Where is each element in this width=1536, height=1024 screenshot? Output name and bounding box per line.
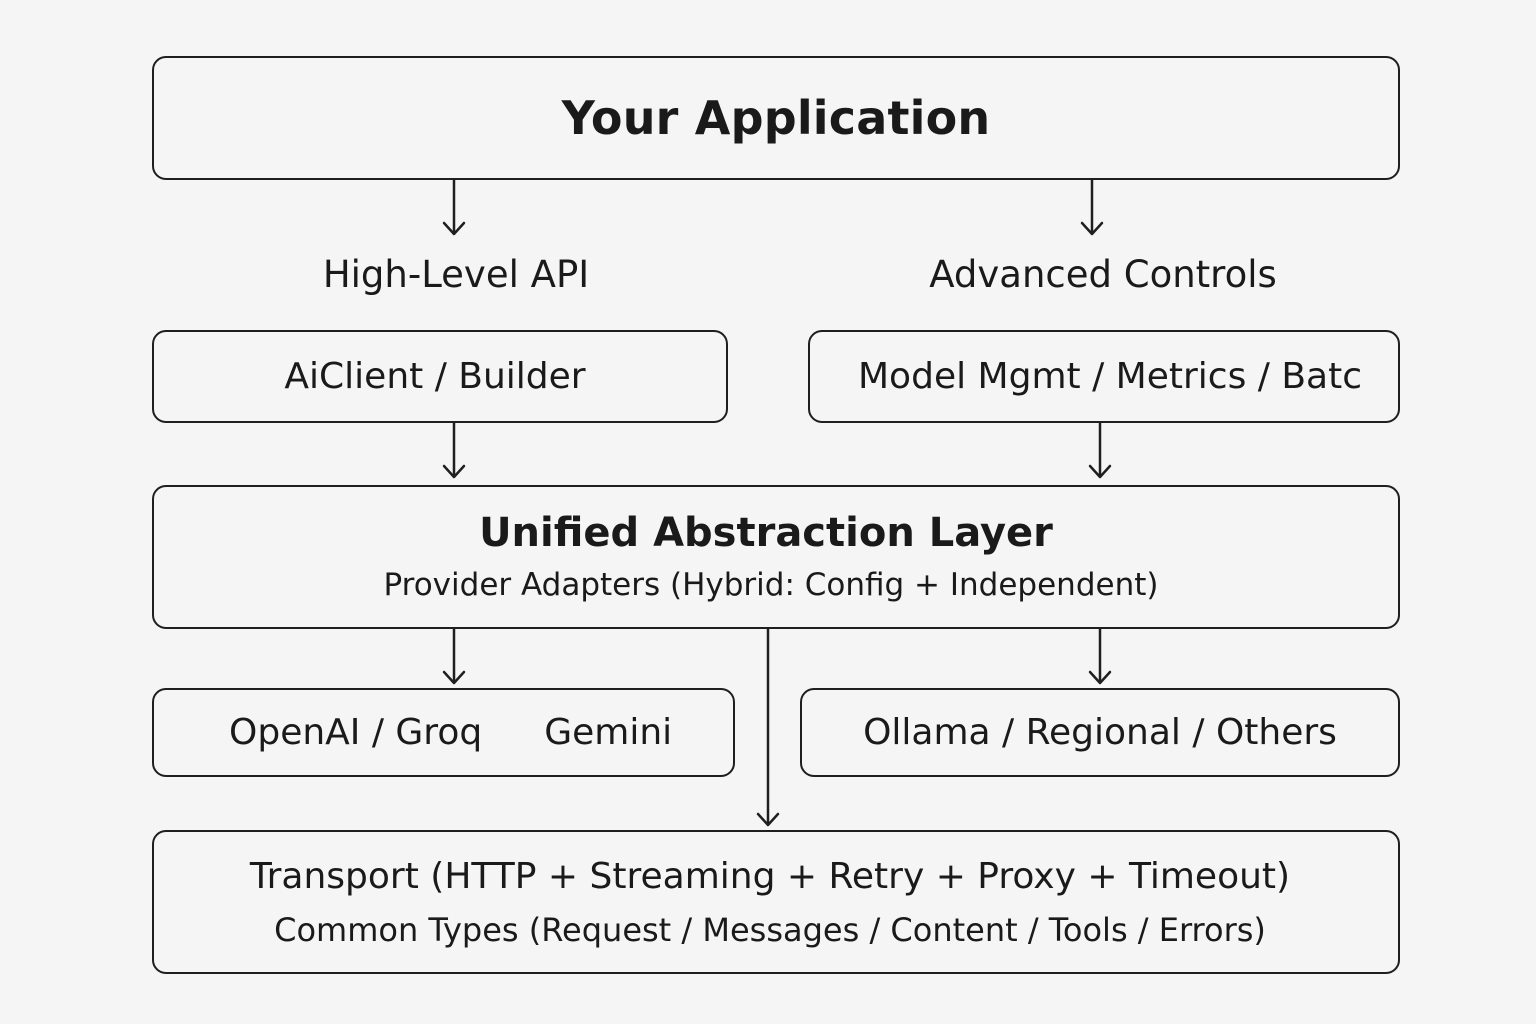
arrow-model-mgmt-to-unified-layer xyxy=(1088,421,1112,479)
arrow-app-to-high-level-api xyxy=(442,178,466,236)
model-mgmt-box: Model Mgmt / Metrics / Batc xyxy=(808,330,1400,423)
arrow-unified-to-openai-groq xyxy=(442,627,466,685)
aiclient-builder-box: AiClient / Builder xyxy=(152,330,728,423)
openai-groq-label: OpenAI / Groq xyxy=(229,712,483,753)
unified-abstraction-layer-title: Unified Abstraction Layer xyxy=(479,510,1053,556)
arrow-unified-to-transport xyxy=(756,627,780,827)
arrow-unified-to-others xyxy=(1088,627,1112,685)
model-mgmt-label: Model Mgmt / Metrics / Batc xyxy=(858,356,1362,397)
gemini-label: Gemini xyxy=(544,712,673,753)
unified-abstraction-layer-box: Unified Abstraction Layer Provider Adapt… xyxy=(152,485,1400,629)
provider-adapters-subtitle: Provider Adapters (Hybrid: Config + Inde… xyxy=(383,567,1159,603)
common-types-subtitle: Common Types (Request / Messages / Conte… xyxy=(274,910,1266,949)
your-application-box: Your Application xyxy=(152,56,1400,180)
aiclient-builder-label: AiClient / Builder xyxy=(284,356,586,397)
arrow-app-to-advanced-controls xyxy=(1080,178,1104,236)
high-level-api-label: High-Level API xyxy=(322,253,590,296)
advanced-controls-label: Advanced Controls xyxy=(929,253,1277,296)
transport-title: Transport (HTTP + Streaming + Retry + Pr… xyxy=(249,855,1291,897)
transport-box: Transport (HTTP + Streaming + Retry + Pr… xyxy=(152,830,1400,974)
arrow-aiclient-to-unified-layer xyxy=(442,421,466,479)
ollama-regional-others-box: Ollama / Regional / Others xyxy=(800,688,1400,777)
your-application-title: Your Application xyxy=(561,91,991,145)
ollama-regional-others-label: Ollama / Regional / Others xyxy=(863,712,1337,753)
openai-groq-gemini-box: OpenAI / Groq Gemini xyxy=(152,688,735,777)
